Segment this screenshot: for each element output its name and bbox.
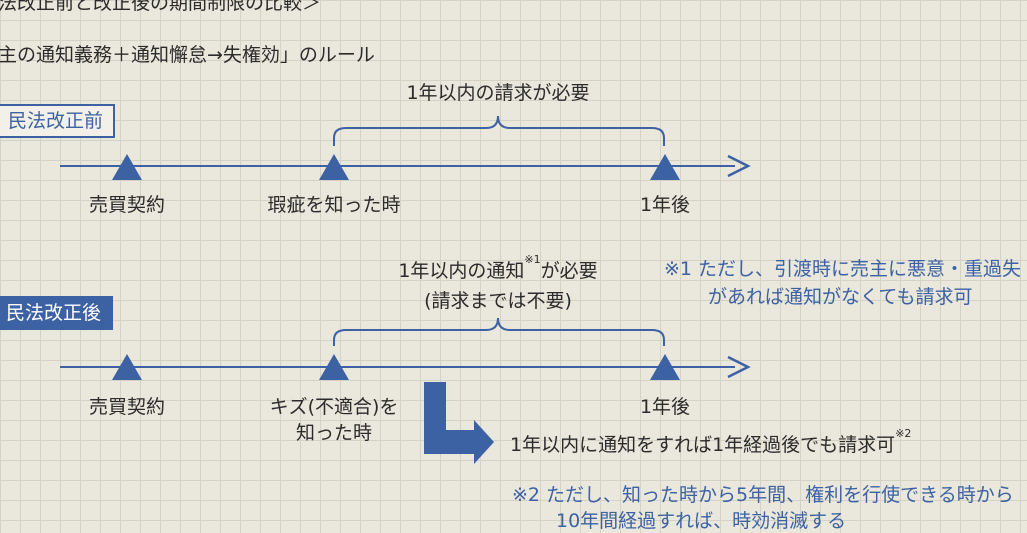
after-bracket-label-main: 1年以内の通知 — [398, 260, 525, 282]
after-marker-discovery — [319, 354, 349, 380]
after-bracket — [333, 317, 665, 346]
before-label-box: 民法改正前 — [0, 104, 116, 138]
after-tick-discovery-line2: 知った時 — [295, 422, 373, 444]
footnote-ref-2: ※2 — [895, 427, 912, 440]
note1-line1: ※1 ただし、引渡時に売主に悪意・重過失 — [664, 258, 1022, 280]
after-timeline-arrowhead — [727, 355, 751, 379]
after-bracket-label-tail: が必要 — [540, 260, 598, 282]
before-bracket-label: 1年以内の請求が必要 — [406, 82, 590, 104]
after-label-box: 民法改正後 — [0, 296, 114, 330]
note1-line2: があれば通知がなくても請求可 — [708, 286, 973, 308]
note2-line1: ※2 ただし、知った時から5年間、権利を行使できる時から — [512, 484, 1014, 506]
l-shaped-arrow — [424, 382, 494, 464]
note2-line2: 10年間経過すれば、時効消滅する — [556, 510, 847, 532]
after-bracket-label-line2: (請求までは不要) — [424, 290, 572, 312]
after-marker-contract — [112, 354, 142, 380]
footnote-ref-1: ※1 — [524, 253, 541, 266]
after-tick-discovery-line1: キズ(不適合)を — [269, 396, 399, 418]
diagram-title: 法改正前と改正後の期間制限の比較＞ — [0, 0, 322, 14]
before-tick-discovery: 瑕疵を知った時 — [267, 194, 401, 216]
rule-title: 主の通知義務＋通知懈怠→失権効」のルール — [0, 44, 375, 66]
arrow-result-main: 1年以内に通知をすれば1年経過後でも請求可 — [510, 434, 896, 456]
after-marker-one-year — [650, 354, 680, 380]
before-marker-one-year — [650, 154, 680, 180]
before-tick-one-year: 1年後 — [639, 194, 691, 216]
before-bracket — [333, 115, 665, 146]
after-tick-contract: 売買契約 — [88, 396, 166, 418]
after-tick-one-year: 1年後 — [639, 396, 691, 418]
arrow-result-text: 1年以内に通知をすれば1年経過後でも請求可※2 — [510, 427, 912, 457]
before-marker-contract — [112, 154, 142, 180]
after-bracket-label-line1: 1年以内の通知※1が必要 — [398, 253, 598, 283]
before-tick-contract: 売買契約 — [88, 194, 166, 216]
before-marker-discovery — [319, 154, 349, 180]
before-timeline-arrowhead — [727, 154, 751, 178]
